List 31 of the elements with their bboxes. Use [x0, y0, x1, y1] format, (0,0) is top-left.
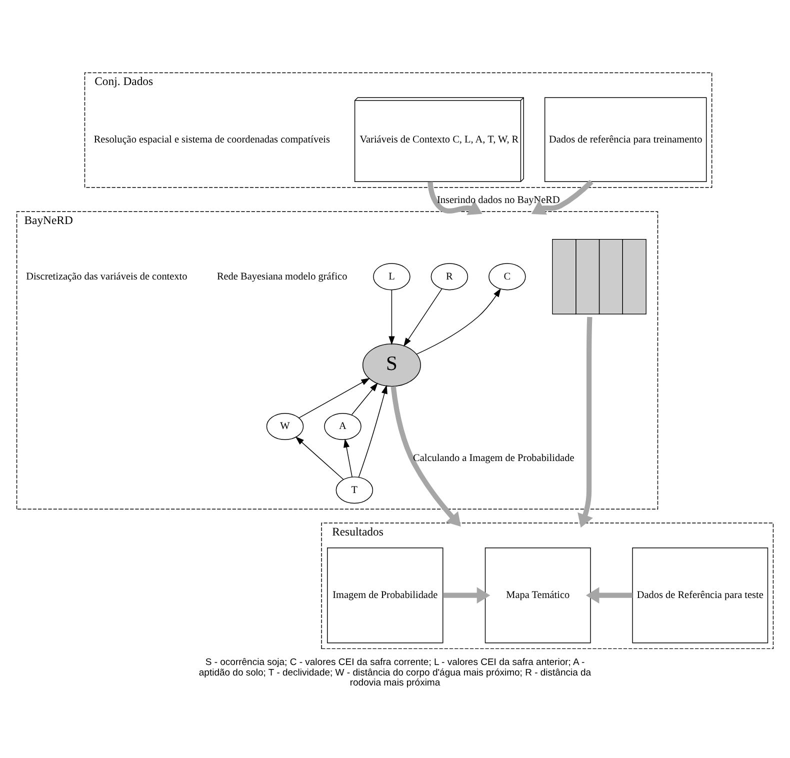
node-ellipse: T	[336, 476, 374, 504]
node-ellipse: C	[488, 263, 526, 290]
arrow	[404, 288, 442, 347]
label: Resolução espacial e sistema de coordenadas compatíveis	[94, 134, 330, 146]
edge-label: Inserindo dados no BayNeRD	[436, 195, 560, 206]
node-box: Imagem de Probabilidade	[327, 547, 444, 644]
caption: S - ocorrência soja; C - valores CEI da safra corrente; L - valores CEI da safra anterior; A - aptidão do solo; T - declividade; W - distância do corpo d'água mais próximo; R - distância da rodovia mais próxima	[198, 657, 592, 689]
label: Discretização das variáveis de contexto	[26, 271, 188, 282]
edge-label: Calculando a Imagem de Probabilidade	[413, 453, 574, 464]
arrow	[351, 382, 378, 416]
arrow	[428, 182, 482, 215]
arrow	[416, 288, 501, 355]
node-ellipse: R	[430, 263, 468, 290]
node-box: Mapa Temático	[484, 547, 591, 644]
node-ellipse: L	[373, 263, 410, 290]
arrow	[298, 378, 370, 418]
arrow	[586, 587, 632, 604]
arrow	[388, 290, 395, 345]
label: Rede Bayesiana modelo gráfico	[216, 271, 348, 282]
node-ellipse: S	[362, 344, 421, 387]
arrow	[358, 384, 388, 478]
arrow	[344, 438, 352, 478]
arrow	[295, 436, 344, 480]
node-ellipse: A	[324, 412, 362, 440]
node-box: Dados de Referência para teste	[632, 547, 768, 644]
arrow	[390, 386, 461, 527]
arrow	[443, 587, 490, 604]
arrow	[578, 316, 593, 528]
arrow	[531, 180, 594, 215]
node-box: Dados de referência para treinamento	[544, 97, 707, 182]
node-ellipse: W	[266, 412, 304, 440]
